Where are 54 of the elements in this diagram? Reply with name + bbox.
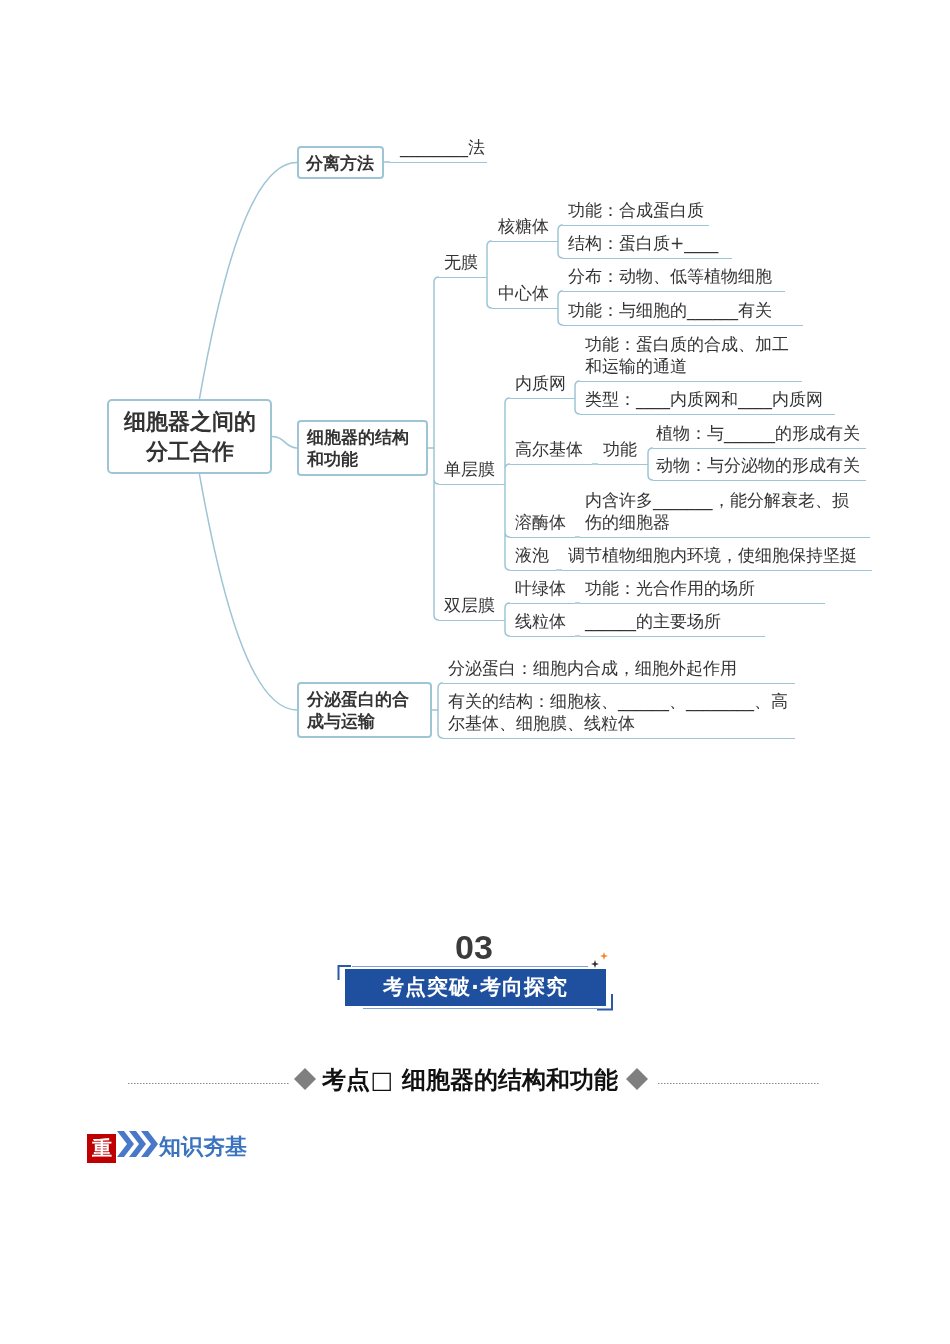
underlined-topic: 功能：蛋白质的合成、加工和运输的通道 — [580, 333, 802, 382]
connector-line — [557, 224, 564, 259]
underlined-topic: 动物：与分泌物的形成有关 — [653, 454, 866, 481]
underlined-topic: 内含许多_______，能分解衰老、损伤的细胞器 — [580, 489, 870, 538]
topic-box: 分泌蛋白的合成与运输 — [297, 682, 432, 738]
central-topic-box: 细胞器之间的分工合作 — [107, 399, 272, 474]
section-number: 03 — [455, 928, 493, 966]
badge: 重 — [87, 1134, 116, 1163]
connector-line — [486, 240, 493, 309]
connector-line — [591, 463, 599, 465]
connector-line — [431, 682, 444, 739]
connector-line — [557, 290, 564, 326]
connector-line — [574, 536, 581, 538]
underlined-topic: 有关的结构：细胞核、______、________、高尔基体、细胞膜、线粒体 — [443, 690, 795, 739]
underlined-topic: 中心体 — [492, 282, 558, 309]
underlined-topic: ______的主要场所 — [580, 610, 765, 637]
connector-line — [383, 161, 391, 163]
underlined-topic: 植物：与______的形成有关 — [653, 422, 866, 449]
underlined-topic: 核糖体 — [492, 215, 558, 242]
underlined-topic: 单层膜 — [439, 458, 505, 485]
underlined-topic: 功能：与细胞的______有关 — [563, 299, 803, 326]
connector-line — [504, 602, 511, 637]
topic-box: 分离方法 — [297, 146, 384, 179]
underlined-topic: 线粒体 — [510, 610, 575, 637]
underlined-topic: 功能 — [598, 438, 648, 465]
connector-line — [271, 435, 298, 449]
connector-line — [198, 161, 298, 400]
section-heading: 考点□ 细胞器的结构和功能 — [322, 1065, 618, 1096]
banner: 考点突破·考向探究 — [345, 969, 606, 1006]
connector-line — [555, 569, 563, 571]
topic-box: 细胞器的结构和功能 — [297, 420, 428, 476]
underlined-topic: 内质网 — [510, 372, 575, 399]
connector-line — [427, 276, 440, 621]
underlined-topic: 功能：合成蛋白质 — [563, 199, 709, 226]
connector-line — [574, 602, 581, 604]
underlined-topic: 类型：____内质网和____内质网 — [580, 388, 835, 415]
underlined-topic: 分泌蛋白：细胞内合成，细胞外起作用 — [443, 657, 795, 684]
underlined-topic: 结构：蛋白质+____ — [563, 232, 732, 259]
underlined-topic: 双层膜 — [439, 594, 505, 621]
connector-line — [574, 635, 581, 637]
underlined-topic: 溶酶体 — [510, 511, 575, 538]
underlined-topic: 液泡 — [510, 544, 556, 571]
underlined-topic: 功能：光合作用的场所 — [580, 577, 825, 604]
underlined-topic: 分布：动物、低等植物细胞 — [563, 265, 785, 292]
underlined-topic: 叶绿体 — [510, 577, 575, 604]
subheading: 知识夯基 — [159, 1133, 247, 1161]
underlined-topic: 高尔基体 — [510, 438, 592, 465]
connector-line — [504, 397, 511, 571]
connector-line — [574, 380, 581, 415]
connector-line — [198, 473, 298, 711]
underlined-topic: 无膜 — [439, 251, 487, 278]
underlined-topic: 调节植物细胞内环境，使细胞保持坚挺 — [562, 544, 872, 571]
underlined-topic: ________法 — [390, 136, 487, 163]
connector-line — [647, 447, 654, 481]
